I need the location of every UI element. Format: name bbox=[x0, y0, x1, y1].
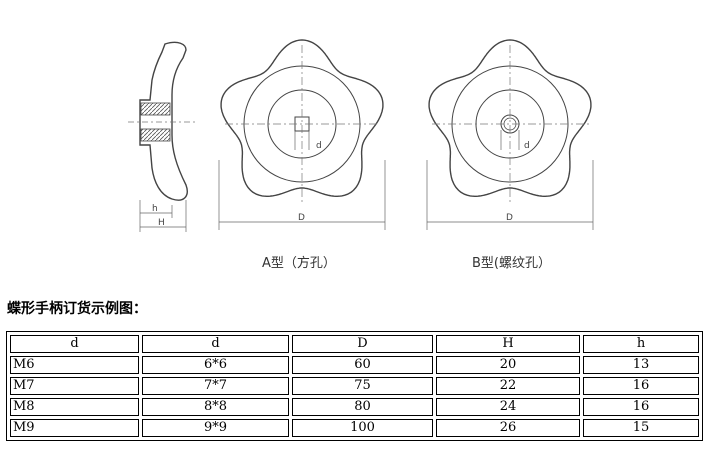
table-row: M7 7*7 75 22 16 bbox=[10, 377, 699, 395]
header-cell-d: d bbox=[142, 335, 289, 353]
table-cell: 9*9 bbox=[142, 419, 289, 437]
table-cell: 75 bbox=[292, 377, 433, 395]
table-row: M9 9*9 100 26 15 bbox=[10, 419, 699, 437]
table-cell: 16 bbox=[583, 377, 699, 395]
table-cell: M9 bbox=[10, 419, 139, 437]
side-section-view bbox=[128, 41, 195, 232]
side-hatch-upper bbox=[140, 102, 171, 116]
header-cell-h: h bbox=[583, 335, 699, 353]
table-cell: 22 bbox=[436, 377, 580, 395]
view-a-dim-D-label: D bbox=[298, 213, 305, 223]
table-header-row: d d D H h bbox=[10, 335, 699, 353]
table-cell: 7*7 bbox=[142, 377, 289, 395]
table-cell: 8*8 bbox=[142, 398, 289, 416]
table-cell: 26 bbox=[436, 419, 580, 437]
table-cell: 15 bbox=[583, 419, 699, 437]
table-cell: M7 bbox=[10, 377, 139, 395]
table-cell: 80 bbox=[292, 398, 433, 416]
table-cell: M8 bbox=[10, 398, 139, 416]
side-dim-H-label: H bbox=[158, 218, 165, 228]
table-cell: 13 bbox=[583, 356, 699, 374]
spec-table: d d D H h M6 6*6 60 20 13 M7 7*7 75 22 1… bbox=[6, 331, 703, 441]
table-cell: 16 bbox=[583, 398, 699, 416]
view-b-dim-D-label: D bbox=[506, 213, 513, 223]
technical-drawing: h H d D d D bbox=[128, 39, 594, 232]
header-cell-D: D bbox=[292, 335, 433, 353]
caption-type-b: B型(螺纹孔） bbox=[472, 256, 551, 271]
section-title: 蝶形手柄订货示例图： bbox=[7, 301, 147, 317]
side-hatch-lower bbox=[140, 128, 171, 142]
view-a bbox=[218, 39, 386, 230]
side-dim-h-label: h bbox=[152, 204, 158, 214]
table-row: M6 6*6 60 20 13 bbox=[10, 356, 699, 374]
header-cell-model: d bbox=[10, 335, 139, 353]
header-cell-H: H bbox=[436, 335, 580, 353]
caption-type-a: A型（方孔） bbox=[262, 256, 336, 271]
view-a-dim-d-label: d bbox=[316, 141, 322, 151]
table-cell: 100 bbox=[292, 419, 433, 437]
view-b bbox=[426, 39, 594, 230]
table-cell: 60 bbox=[292, 356, 433, 374]
table-cell: 24 bbox=[436, 398, 580, 416]
side-profile-outline bbox=[139, 41, 188, 201]
table-cell: 20 bbox=[436, 356, 580, 374]
view-b-dim-d-label: d bbox=[524, 141, 530, 151]
table-row: M8 8*8 80 24 16 bbox=[10, 398, 699, 416]
table-cell: M6 bbox=[10, 356, 139, 374]
table-cell: 6*6 bbox=[142, 356, 289, 374]
